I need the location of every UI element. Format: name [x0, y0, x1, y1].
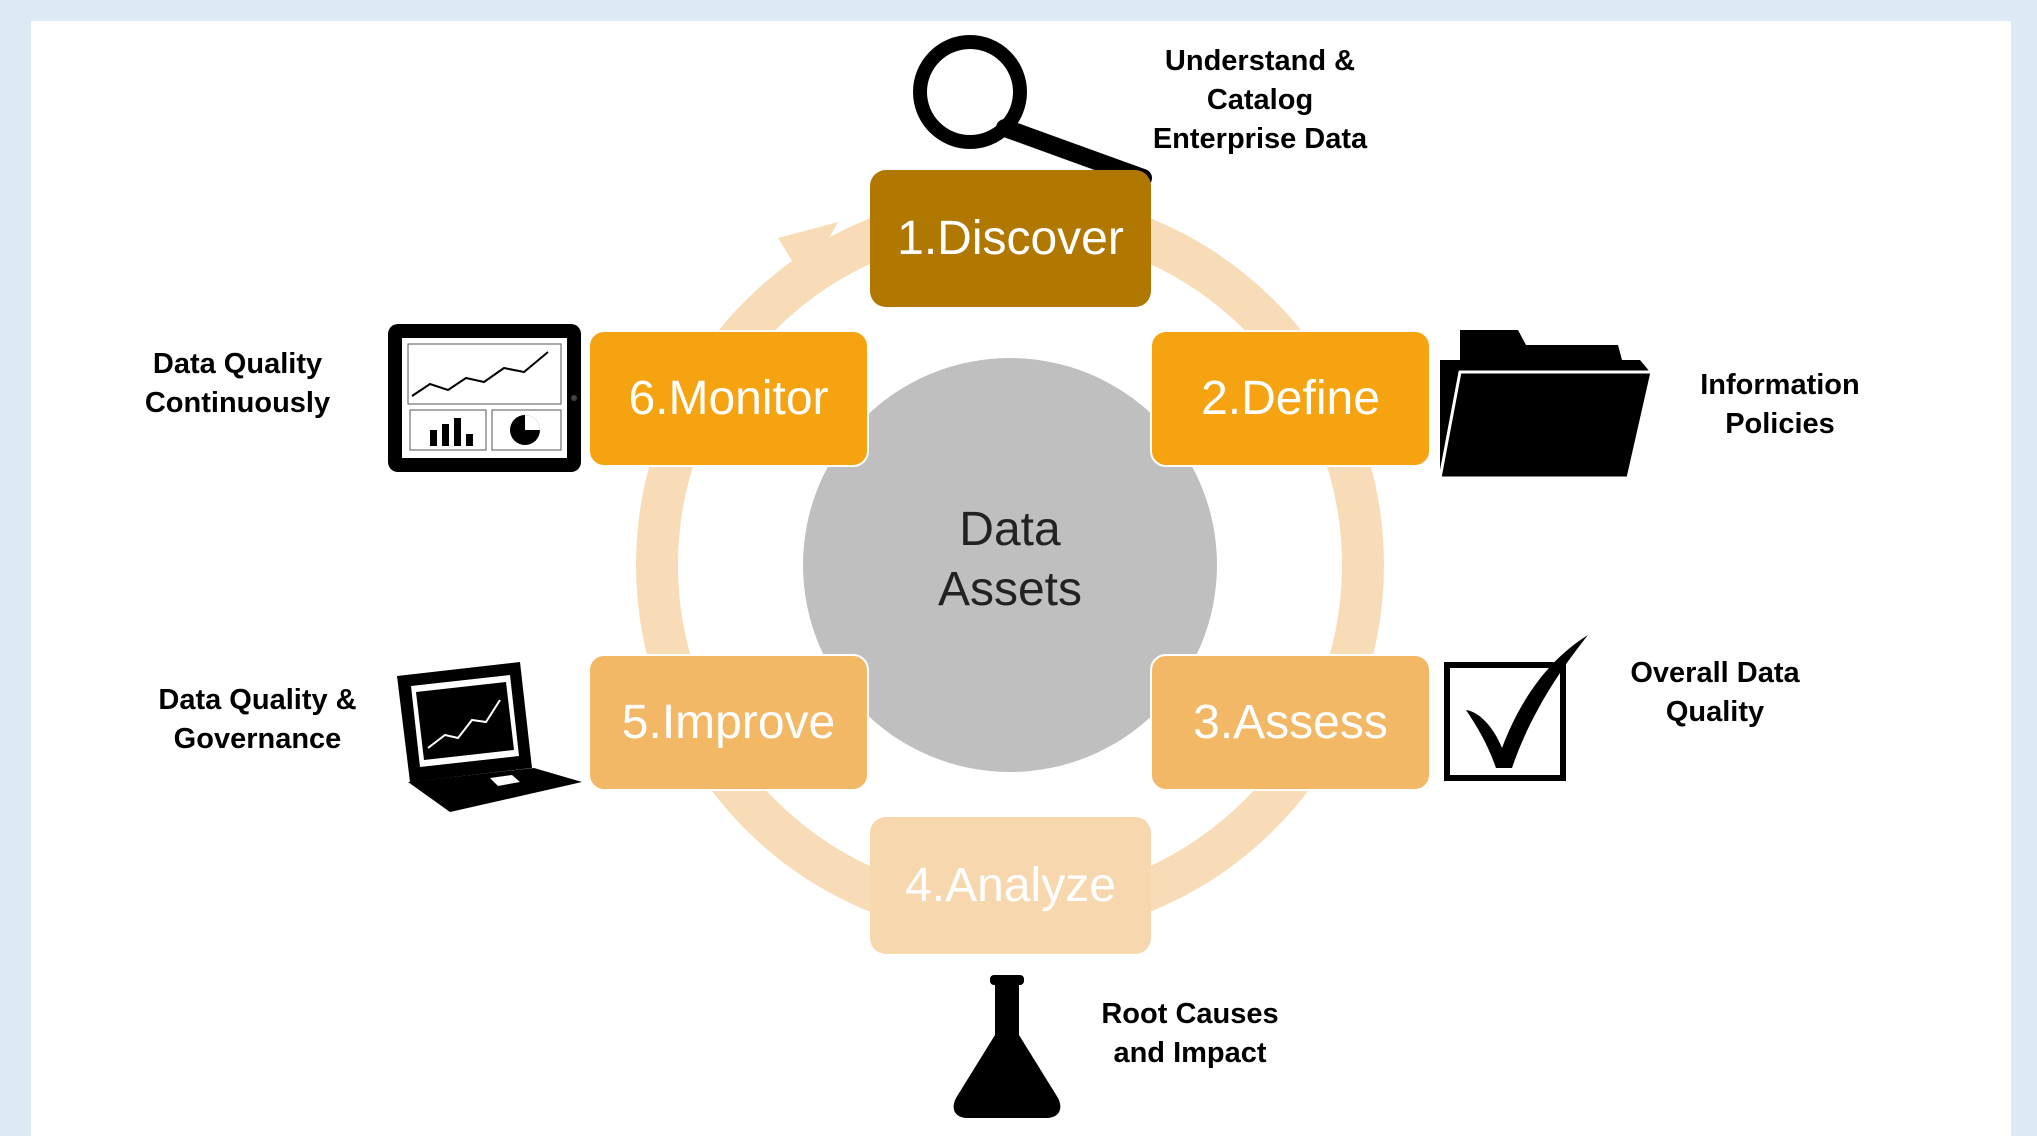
step-discover-label: 1.Discover: [897, 212, 1124, 265]
checkbox-icon: [1444, 635, 1588, 781]
cycle-arrowhead: [778, 222, 838, 282]
step-improve-label: 5.Improve: [621, 696, 836, 749]
folder-icon: [1438, 330, 1654, 480]
step-improve[interactable]: 5.Improve: [588, 654, 869, 791]
step-monitor-label: 6.Monitor: [628, 372, 829, 425]
step-assess-label: 3.Assess: [1193, 696, 1388, 749]
step-analyze-label: 4.Analyze: [905, 859, 1116, 912]
center-circle: [803, 358, 1217, 772]
tablet-dashboard-icon: [388, 324, 581, 472]
step-analyze[interactable]: 4.Analyze: [870, 817, 1151, 954]
caption-discover: Understand & Catalog Enterprise Data: [1152, 45, 1368, 155]
center-label: Data Assets: [937, 503, 1083, 616]
step-monitor[interactable]: 6.Monitor: [588, 330, 869, 467]
caption-define: Information Policies: [1700, 369, 1860, 440]
step-assess[interactable]: 3.Assess: [1150, 654, 1431, 791]
caption-improve: Data Quality & Governance: [158, 684, 357, 755]
caption-analyze: Root Causes and Impact: [1101, 998, 1279, 1069]
step-define-label: 2.Define: [1201, 372, 1380, 425]
step-discover[interactable]: 1.Discover: [870, 170, 1151, 307]
step-define[interactable]: 2.Define: [1150, 330, 1431, 467]
magnifier-icon: [913, 35, 1152, 187]
laptop-icon: [397, 662, 582, 812]
flask-icon: [953, 975, 1061, 1118]
caption-assess: Overall Data Quality: [1630, 657, 1800, 728]
caption-monitor: Data Quality Continuously: [144, 348, 331, 419]
